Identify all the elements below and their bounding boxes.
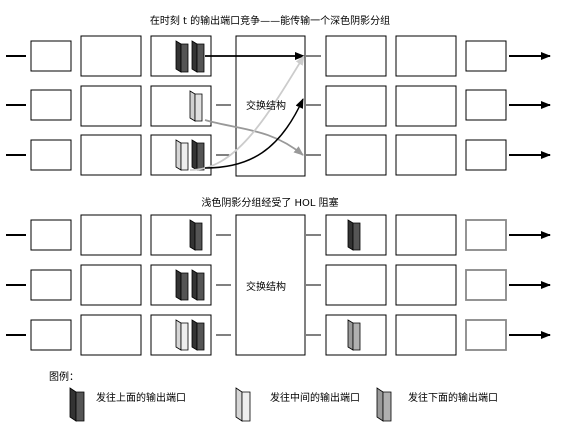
- packet-medium: [189, 90, 203, 122]
- blocked-dark-arrow: [204, 98, 304, 169]
- input-queue-slot: [80, 35, 142, 77]
- output-port-box: [465, 219, 507, 251]
- packet-dark: [189, 219, 203, 251]
- switch-fabric: [235, 35, 306, 177]
- top-diagram: [6, 35, 551, 177]
- legend-icon-light: [235, 387, 251, 422]
- legend-label-upper-port: 发往上面的输出端口: [96, 393, 186, 404]
- input-port-box: [30, 139, 72, 171]
- input-port-box: [30, 319, 72, 351]
- packet-dark: [175, 269, 189, 301]
- packet-medium: [347, 319, 361, 351]
- top-diagram-title: 在时刻 t 的输出端口竞争——能传输一个深色阴影分组: [149, 16, 391, 27]
- input-queue-slot: [80, 85, 142, 127]
- legend-label-lower-port: 发往下面的输出端口: [408, 393, 498, 404]
- output-queue-slot: [395, 134, 457, 176]
- switch-fabric: [235, 214, 306, 356]
- output-port-box: [465, 319, 507, 351]
- legend-icon-dark: [69, 387, 85, 422]
- switch-fabric-label: 交换结构: [246, 101, 286, 112]
- output-queue-slot: [325, 264, 387, 306]
- output-port-box: [465, 40, 507, 72]
- packet-dark: [191, 269, 205, 301]
- input-queue-slot: [80, 134, 142, 176]
- switch-fabric-label: 交换结构: [246, 282, 286, 293]
- output-queue-slot: [395, 314, 457, 356]
- legend-icon-medium: [376, 387, 392, 422]
- output-queue-slot: [395, 85, 457, 127]
- output-port-box: [465, 139, 507, 171]
- output-queue-slot: [395, 214, 457, 256]
- output-queue-slot: [395, 264, 457, 306]
- packet-dark: [191, 40, 205, 73]
- input-queue-slot: [80, 314, 142, 356]
- input-queue-slot: [80, 214, 142, 256]
- legend-title: 图例：: [49, 372, 79, 383]
- output-port-box: [465, 89, 507, 121]
- input-port-box: [30, 219, 72, 251]
- packet-dark: [191, 319, 205, 351]
- input-port-box: [30, 269, 72, 301]
- packet-dark: [347, 219, 361, 251]
- bottom-diagram-title: 浅色阴影分组经受了 HOL 阻塞: [201, 198, 339, 209]
- bottom-diagram: [6, 214, 551, 356]
- output-queue-slot: [325, 134, 387, 176]
- input-port-box: [30, 40, 72, 72]
- packet-light: [175, 319, 189, 351]
- packet-light: [175, 139, 189, 171]
- input-queue-slot: [80, 264, 142, 306]
- output-queue-slot: [325, 35, 387, 77]
- packet-dark: [175, 40, 189, 73]
- output-queue-slot: [325, 85, 387, 127]
- input-port-box: [30, 89, 72, 121]
- output-queue-slot: [395, 35, 457, 77]
- output-port-box: [465, 269, 507, 301]
- legend-label-middle-port: 发往中间的输出端口: [270, 393, 360, 404]
- packet-dark: [191, 139, 205, 171]
